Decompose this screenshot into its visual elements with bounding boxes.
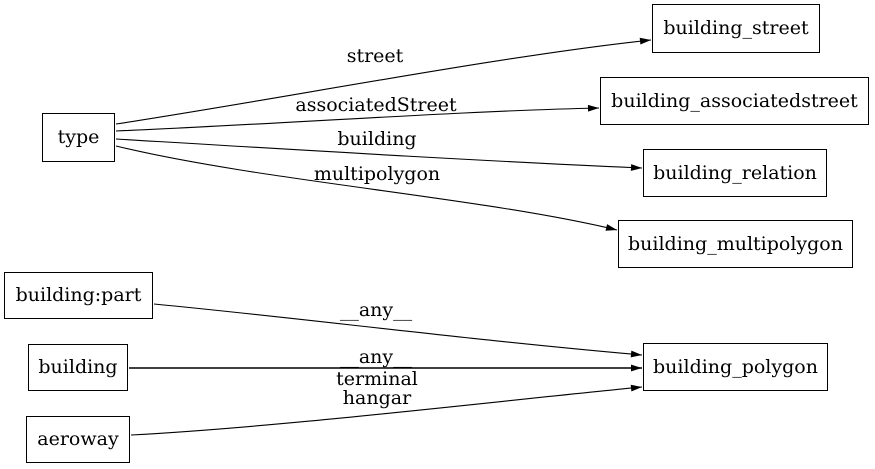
node-building-street: building_street [652, 4, 820, 53]
node-type: type [42, 113, 115, 162]
edge-label-multipolygon: multipolygon [313, 163, 441, 185]
edge-label-associatedstreet: associatedStreet [295, 94, 457, 116]
edge-type-building_multipolygon [115, 145, 618, 231]
edge-label-street: street [346, 45, 404, 67]
node-building-label: building [38, 356, 118, 378]
node-building-associatedstreet-label: building_associatedstreet [611, 89, 858, 112]
edge-label-terminal-hangar: terminal hangar [336, 370, 418, 407]
edge-type-building_associatedstreet [115, 104, 600, 132]
node-type-label: type [57, 126, 100, 148]
node-building-relation: building_relation [643, 149, 827, 197]
node-building-multipolygon-label: building_multipolygon [628, 232, 843, 255]
node-building-multipolygon: building_multipolygon [618, 220, 853, 268]
edge-label-any-buildingpart: __any__ [339, 299, 413, 321]
node-building-polygon-label: building_polygon [653, 355, 818, 378]
edge-type-building_relation [115, 138, 643, 171]
node-aeroway-label: aeroway [37, 428, 119, 450]
edge-aeroway-building_polygon [130, 384, 643, 436]
node-building: building [28, 344, 128, 391]
edge-label-any-building: __any__ [339, 346, 413, 368]
node-building-part-label: building:part [15, 284, 142, 306]
node-building-polygon: building_polygon [643, 343, 828, 391]
node-building-part: building:part [4, 272, 153, 319]
edge-label-hangar: hangar [342, 386, 412, 409]
node-building-associatedstreet: building_associatedstreet [600, 77, 869, 125]
node-aeroway: aeroway [26, 416, 130, 463]
edge-label-building: building [337, 128, 417, 150]
edge-label-terminal: terminal [336, 368, 418, 390]
edge-type-building_street [115, 37, 652, 125]
edge-buildingpart-building_polygon [153, 303, 643, 358]
node-building-relation-label: building_relation [653, 161, 817, 184]
node-building-street-label: building_street [663, 17, 809, 39]
